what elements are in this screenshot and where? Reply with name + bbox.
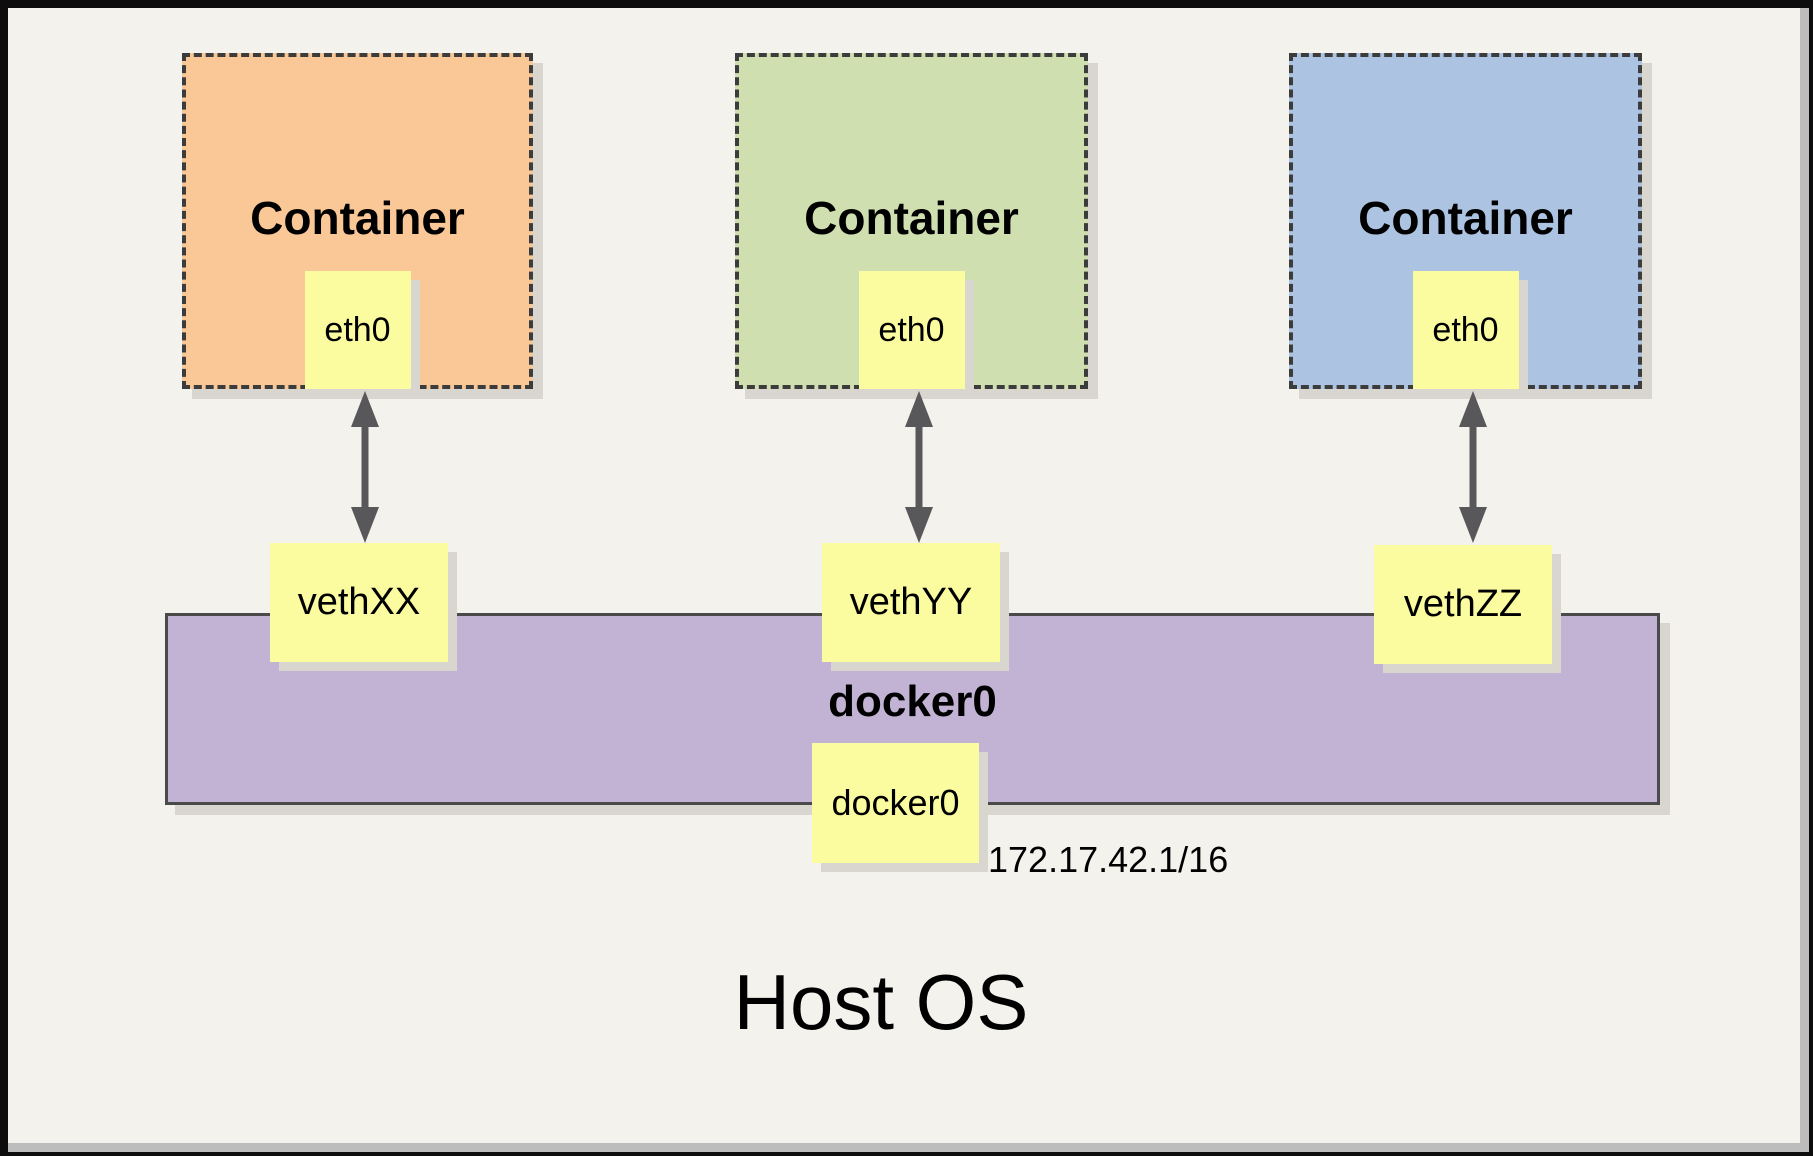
container-box-3: Container eth0: [1289, 53, 1642, 389]
container-label: Container: [804, 192, 1019, 244]
vethxx-label: vethXX: [297, 581, 421, 623]
eth0-interface-box: eth0: [304, 271, 411, 389]
eth0-interface-label: eth0: [1432, 310, 1499, 349]
eth0-interface-label: eth0: [324, 310, 391, 349]
vethzz-label: vethZZ: [1403, 583, 1523, 625]
bidirectional-arrow-icon: [905, 391, 933, 543]
docker0-interface-label: docker0: [831, 782, 960, 823]
bridge-ip-label: 172.17.42.1/16: [988, 839, 1229, 880]
vethyy-box: vethYY: [822, 543, 1000, 662]
vethxx-box: vethXX: [270, 543, 448, 662]
container-label: Container: [1358, 192, 1573, 244]
container-box-2: Container eth0: [735, 53, 1088, 389]
docker0-bridge-label: docker0: [828, 677, 997, 726]
eth0-interface-box: eth0: [1412, 271, 1519, 389]
vethzz-box: vethZZ: [1374, 545, 1552, 664]
eth0-interface-box: eth0: [858, 271, 965, 389]
container-label: Container: [250, 192, 465, 244]
bidirectional-arrow-icon: [1459, 391, 1487, 543]
container-box-1: Container eth0: [182, 53, 533, 389]
host-os-label: Host OS: [733, 958, 1029, 1046]
host-os-surface: Container eth0 Container eth0 Container …: [8, 8, 1809, 1152]
vethyy-label: vethYY: [849, 581, 973, 623]
docker0-interface-box: docker0: [812, 743, 979, 863]
eth0-interface-label: eth0: [878, 310, 945, 349]
bidirectional-arrow-icon: [351, 391, 379, 543]
